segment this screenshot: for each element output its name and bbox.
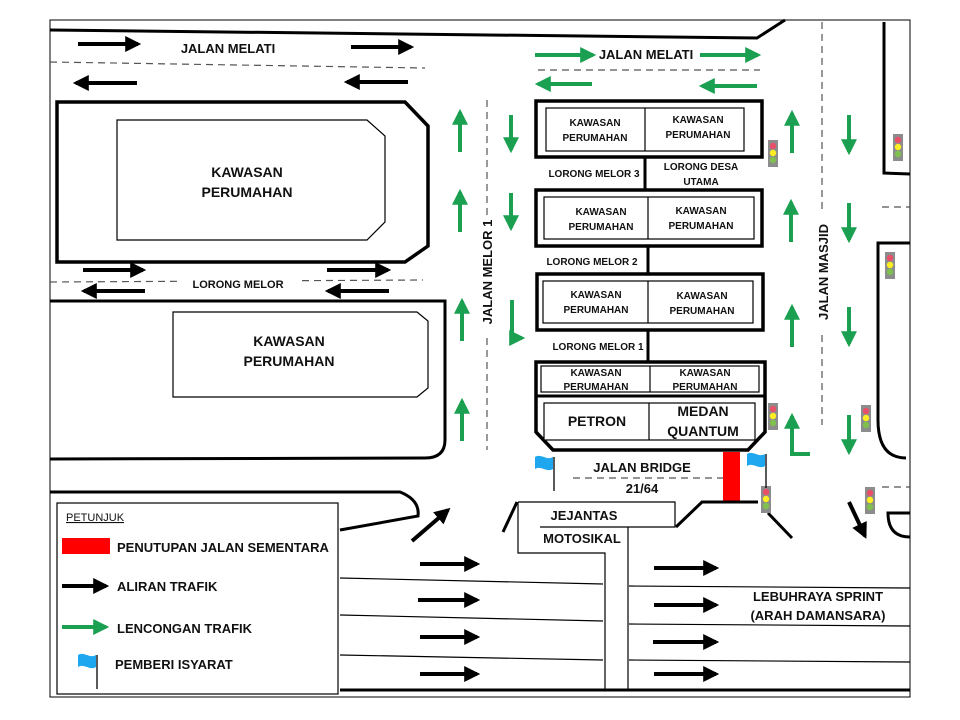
- area-label: KAWASAN: [675, 206, 726, 217]
- area-kawasan-top-left: [116, 119, 386, 241]
- lane-line: [339, 577, 604, 585]
- area-label: KAWASAN: [569, 118, 620, 129]
- traffic-light-icon: [865, 487, 875, 514]
- area-label: PERUMAHAN: [666, 130, 731, 141]
- legend-item-label: LENCONGAN TRAFIK: [117, 621, 253, 636]
- road-edge-top: [49, 18, 786, 40]
- road-label-lorong-melor-3: LORONG MELOR 3: [548, 169, 640, 180]
- road-label-jalan-bridge: JALAN BRIDGE: [593, 460, 691, 475]
- traffic-light-icon: [885, 252, 895, 279]
- area-label-medan-quantum: MEDAN: [677, 403, 728, 419]
- area-label: PERUMAHAN: [669, 221, 734, 232]
- traffic-flow-arrow-icon: [410, 507, 451, 543]
- area-label: KAWASAN: [676, 291, 727, 302]
- legend-item-label: PEMBERI ISYARAT: [115, 657, 233, 672]
- area-label: PERUMAHAN: [670, 306, 735, 317]
- road-edge-right-mid: [876, 241, 910, 460]
- block-mid-left: [49, 299, 447, 461]
- legend-closure-icon: [62, 538, 110, 554]
- flagman-icon: [534, 455, 555, 492]
- road-edge: [674, 500, 758, 529]
- area-kawasan-mid-left: [172, 311, 429, 398]
- flagman-icon: [746, 452, 767, 489]
- road-closure-marker: [723, 452, 740, 502]
- traffic-light-icon: [768, 403, 778, 430]
- road-label-lorong-melor-2: LORONG MELOR 2: [546, 257, 638, 268]
- road-label-lebuhraya: (ARAH DAMANSARA): [750, 608, 885, 623]
- road-edge-lower-left: [50, 490, 420, 532]
- area-label: KAWASAN: [253, 333, 325, 349]
- road-label-lorong-desa-utama: LORONG DESA: [664, 162, 738, 173]
- road-label-jalan-melati-west: JALAN MELATI: [181, 41, 275, 56]
- bridge-jejantas-pillar: [517, 502, 606, 690]
- lane-line: [628, 659, 911, 663]
- map-frame: [49, 19, 911, 698]
- road-edge: [766, 511, 794, 540]
- lane-line: [339, 654, 604, 661]
- traffic-flow-arrows: [72, 36, 867, 682]
- area-label: KAWASAN: [570, 290, 621, 301]
- area-label-petron: PETRON: [568, 413, 626, 429]
- lane-line: [628, 585, 911, 589]
- area-label: KAWASAN: [570, 368, 621, 379]
- detour-arrows: [452, 47, 857, 456]
- detour-turn-arrow-icon: [509, 300, 526, 346]
- block-center-2-inner: [543, 196, 755, 240]
- legend: PETUNJUK PENUTUPAN JALAN SEMENTARA ALIRA…: [56, 502, 339, 695]
- area-label: PERUMAHAN: [563, 133, 628, 144]
- lane-line: [339, 614, 604, 622]
- road-label-lorong-melor: LORONG MELOR: [192, 279, 283, 291]
- road-label-jalan-masjid: JALAN MASJID: [816, 224, 831, 320]
- road-label-jalan-melor-1: JALAN MELOR 1: [480, 220, 495, 325]
- traffic-light-icon: [768, 140, 778, 167]
- lane-line: [628, 623, 911, 627]
- bridge-jejantas: [518, 501, 676, 528]
- traffic-flow-arrow-icon: [847, 501, 867, 539]
- area-label: PERUMAHAN: [569, 222, 634, 233]
- area-label: PERUMAHAN: [564, 382, 629, 393]
- legend-box: [56, 502, 339, 695]
- road-label-jalan-melati-east: JALAN MELATI: [599, 47, 693, 62]
- area-label: PERUMAHAN: [564, 305, 629, 316]
- area-label: KAWASAN: [679, 368, 730, 379]
- road-label-lebuhraya: LEBUHRAYA SPRINT: [753, 589, 883, 604]
- area-label: KAWASAN: [211, 164, 283, 180]
- legend-item-label: PENUTUPAN JALAN SEMENTARA: [117, 540, 329, 555]
- road-label-jejantas: JEJANTAS: [551, 508, 618, 523]
- road-edge: [501, 501, 519, 533]
- traffic-light-icon: [861, 405, 871, 432]
- area-label: PERUMAHAN: [244, 353, 335, 369]
- area-label-medan-quantum: QUANTUM: [667, 423, 739, 439]
- road-edge-right-top: [882, 22, 911, 176]
- road-label-lorong-desa-utama: UTAMA: [683, 177, 718, 188]
- legend-item-label: ALIRAN TRAFIK: [117, 579, 218, 594]
- lane-divider-melati-west: [49, 61, 426, 69]
- area-label: KAWASAN: [672, 115, 723, 126]
- road-edge-right-bottom: [886, 511, 911, 539]
- traffic-light-icon: [893, 134, 903, 161]
- road-label-jejantas: MOTOSIKAL: [543, 531, 621, 546]
- legend-title: PETUNJUK: [66, 512, 125, 524]
- area-label: PERUMAHAN: [673, 382, 738, 393]
- traffic-light-icon: [761, 486, 771, 513]
- area-label: KAWASAN: [575, 207, 626, 218]
- detour-turn-arrow-icon: [784, 412, 810, 456]
- area-label: PERUMAHAN: [202, 184, 293, 200]
- road-label-jalan-bridge: 21/64: [626, 481, 659, 496]
- road-label-lorong-melor-1: LORONG MELOR 1: [552, 342, 644, 353]
